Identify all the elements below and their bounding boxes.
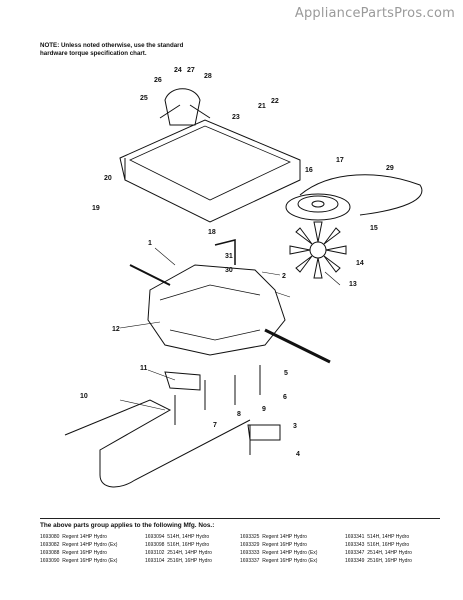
model-row: 1693329 Regent 16HP Hydro [240,542,307,548]
model-row: 1693343 516H, 16HP Hydro [345,542,410,548]
cooling-fan [289,221,347,279]
callout-1: 1 [148,240,152,247]
drive-belt [299,174,423,216]
callout-2: 2 [282,273,286,280]
applies-heading: The above parts group applies to the fol… [40,522,215,529]
callout-20: 20 [104,175,112,182]
callout-7: 7 [213,422,217,429]
callout-6: 6 [283,394,287,401]
model-column: 1693341 514H, 14HP Hydro 1693343 516H, 1… [345,533,412,565]
model-column: 1693325 Regent 14HP Hydro 1693329 Regent… [240,533,317,565]
pulley [285,193,351,221]
callout-11: 11 [140,365,148,372]
model-row: 1693325 Regent 14HP Hydro [240,534,307,540]
model-row: 1693102 2514H, 14HP Hydro [145,550,212,556]
site-watermark: AppliancePartsPros.com [294,6,455,21]
callout-31: 31 [225,253,233,260]
callout-labels: 1 2 3 4 5 6 7 8 9 10 11 12 13 14 15 16 1… [80,67,394,458]
callout-22: 22 [271,98,279,105]
transaxle-housing [147,264,286,356]
model-row: 1693104 2516H, 16HP Hydro [145,558,212,564]
callout-23: 23 [232,114,240,121]
model-row: 1693341 514H, 14HP Hydro [345,534,410,540]
callout-25: 25 [140,95,148,102]
model-row: 1693088 Regent 16HP Hydro [40,550,107,556]
callout-14: 14 [356,260,364,267]
model-row: 1693333 Regent 14HP Hydro (Ex) [240,550,318,556]
mounting-frame [119,119,301,223]
callout-24: 24 [174,67,182,74]
model-row: 1693094 514H, 14HP Hydro [145,534,210,540]
callout-19: 19 [92,205,100,212]
callout-12: 12 [112,326,120,333]
model-row: 1693082 Regent 14HP Hydro (Ex) [40,542,118,548]
divider [40,518,440,519]
callout-15: 15 [370,225,378,232]
callout-4: 4 [296,451,300,458]
callout-21: 21 [258,103,266,110]
callout-30: 30 [225,267,233,274]
model-row: 1693337 Regent 16HP Hydro (Ex) [240,558,318,564]
callout-17: 17 [336,157,344,164]
callout-29: 29 [386,165,394,172]
model-row: 1693080 Regent 14HP Hydro [40,534,107,540]
callout-13: 13 [349,281,357,288]
model-row: 1693349 2516H, 16HP Hydro [345,558,412,564]
axle [264,328,331,364]
callout-9: 9 [262,406,266,413]
callout-18: 18 [208,229,216,236]
model-row: 1693098 516H, 16HP Hydro [145,542,210,548]
model-row: 1693347 2514H, 14HP Hydro [345,550,412,556]
callout-27: 27 [187,67,195,74]
callout-8: 8 [237,411,241,418]
callout-16: 16 [305,167,313,174]
model-column: 1693080 Regent 14HP Hydro 1693082 Regent… [40,533,117,565]
callout-3: 3 [293,423,297,430]
model-row: 1693090 Regent 16HP Hydro (Ex) [40,558,118,564]
model-column: 1693094 514H, 14HP Hydro 1693098 516H, 1… [145,533,212,565]
callout-5: 5 [284,370,288,377]
callout-26: 26 [154,77,162,84]
callout-28: 28 [204,73,212,80]
torque-note: NOTE: Unless noted otherwise, use the st… [40,42,184,57]
upper-bracket [164,88,201,126]
tow-bar [64,399,251,488]
callout-10: 10 [80,393,88,400]
